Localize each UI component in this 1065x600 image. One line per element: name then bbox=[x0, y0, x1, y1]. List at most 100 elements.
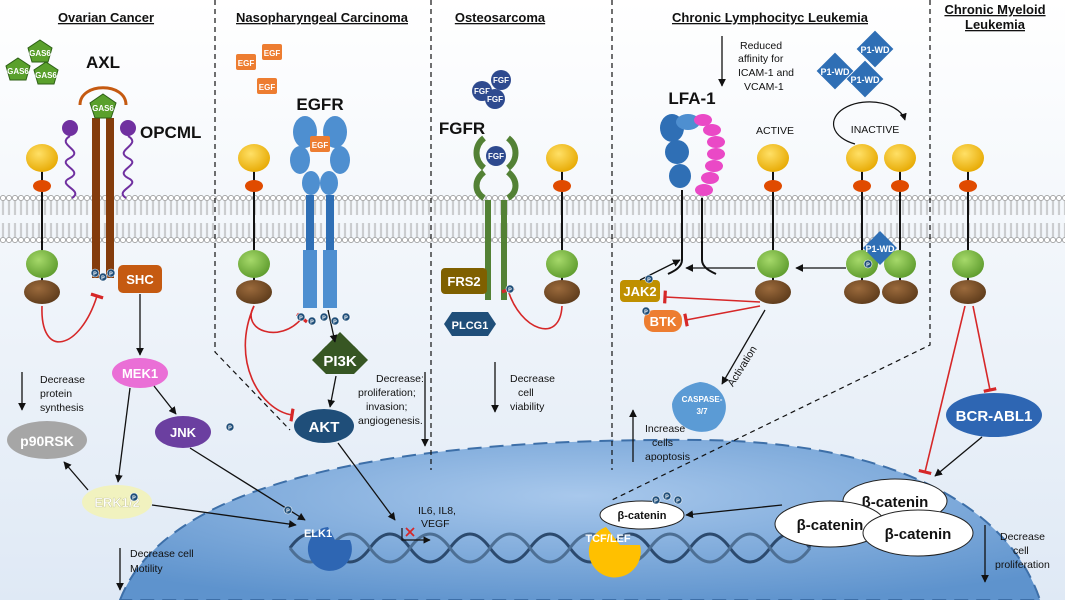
receptor-head bbox=[952, 144, 984, 172]
receptor-head bbox=[238, 144, 270, 172]
receptor-hinge bbox=[959, 180, 977, 192]
svg-text:P: P bbox=[644, 310, 648, 316]
receptor-hinge bbox=[33, 180, 51, 192]
receptor-3 bbox=[544, 144, 580, 304]
fgf-ligand-2: FGF bbox=[491, 70, 511, 90]
receptor-tail bbox=[755, 280, 791, 304]
p1wd-3: P1-WD bbox=[846, 60, 884, 98]
affinity-note-line2: affinity for bbox=[738, 53, 784, 65]
ovarian-note-line3: synthesis bbox=[40, 402, 84, 414]
svg-text:P: P bbox=[310, 320, 314, 326]
svg-text:P: P bbox=[286, 509, 290, 515]
phospho-site-3: P bbox=[106, 268, 116, 278]
receptor-hinge bbox=[553, 180, 571, 192]
affinity-note-line3: ICAM-1 and bbox=[738, 67, 794, 79]
frs2-node: FRS2 bbox=[441, 268, 487, 294]
receptor-kinase bbox=[238, 250, 270, 278]
egf-bound: EGF bbox=[310, 136, 330, 152]
receptor-4 bbox=[755, 144, 791, 304]
fgfr-receptor bbox=[473, 135, 519, 300]
caspase-node: CASPASE-3/7 bbox=[672, 382, 726, 432]
arrow-pi3k-akt bbox=[327, 375, 337, 408]
svg-text:FRS2: FRS2 bbox=[447, 274, 480, 289]
cll-note-line2: cells bbox=[652, 437, 673, 449]
fgf-ligand-3: FGF bbox=[485, 89, 505, 109]
opcml-coil-right bbox=[121, 135, 134, 199]
inhib-cml-bcr bbox=[972, 305, 997, 393]
p1wd-bound: P1-WD bbox=[863, 231, 897, 265]
gas6-bound: GAS6 bbox=[89, 93, 117, 119]
svg-text:p90RSK: p90RSK bbox=[20, 433, 74, 449]
svg-text:P1-WD: P1-WD bbox=[866, 244, 896, 254]
svg-text:ERK1/2: ERK1/2 bbox=[94, 495, 140, 510]
svg-text:P: P bbox=[333, 320, 337, 326]
phospho-site-14: P bbox=[662, 491, 672, 501]
svg-text:FGF: FGF bbox=[474, 87, 490, 96]
svg-text:P: P bbox=[228, 426, 232, 432]
inhib-jak2 bbox=[663, 290, 761, 304]
svg-text:FGF: FGF bbox=[493, 76, 509, 85]
inhib-cml-beta bbox=[918, 305, 966, 476]
receptor-kinase bbox=[26, 250, 58, 278]
inhib-osteo bbox=[501, 286, 563, 330]
svg-text:P: P bbox=[132, 496, 136, 502]
receptor-group bbox=[24, 144, 986, 304]
svg-text:P: P bbox=[93, 272, 97, 278]
nucleus bbox=[118, 438, 1042, 600]
svg-text:P: P bbox=[647, 278, 651, 284]
osteo-note-line3: viability bbox=[510, 401, 545, 413]
egfr-label: EGFR bbox=[296, 95, 343, 114]
phospho-site-16: P bbox=[129, 492, 139, 502]
panel-separators bbox=[214, 0, 931, 501]
naso-note-line4: angiogenesis. bbox=[358, 415, 423, 427]
receptor-tail bbox=[882, 280, 918, 304]
opcml-label: OPCML bbox=[140, 123, 201, 142]
svg-text:GAS6: GAS6 bbox=[7, 67, 29, 76]
dna-helix bbox=[288, 532, 812, 564]
cml-note-line2: cell bbox=[1013, 545, 1029, 557]
svg-text:BTK: BTK bbox=[650, 314, 677, 329]
svg-text:GAS6: GAS6 bbox=[35, 71, 57, 80]
receptor-hinge bbox=[853, 180, 871, 192]
svg-text:β-catenin: β-catenin bbox=[618, 510, 667, 522]
shc-node: SHC bbox=[118, 265, 162, 293]
svg-text:P: P bbox=[344, 316, 348, 322]
ovarian-note-line1: Decrease bbox=[40, 374, 85, 386]
jnk-node: JNK bbox=[155, 416, 211, 448]
affinity-note-line1: Reduced bbox=[740, 40, 782, 52]
receptor-kinase bbox=[846, 250, 878, 278]
svg-text:FGF: FGF bbox=[487, 95, 503, 104]
ovarian-note-line2: protein bbox=[40, 388, 72, 400]
mek1-node: MEK1 bbox=[112, 358, 168, 388]
affinity-note-line4: VCAM-1 bbox=[744, 81, 784, 93]
receptor-hinge bbox=[245, 180, 263, 192]
svg-text:JAK2: JAK2 bbox=[623, 284, 656, 299]
arrow-erk-elk1 bbox=[151, 504, 297, 528]
phospho-site-9: P bbox=[505, 284, 515, 294]
phospho-site-4: P bbox=[296, 312, 306, 322]
svg-text:PLCG1: PLCG1 bbox=[452, 320, 489, 332]
inhib-ovarian bbox=[41, 292, 104, 343]
cell-membrane bbox=[0, 195, 1065, 243]
gene-targets-line2: VEGF bbox=[421, 518, 450, 530]
cll-note-line3: apoptosis bbox=[645, 451, 690, 463]
axl-arc bbox=[78, 86, 128, 106]
svg-text:JNK: JNK bbox=[170, 425, 197, 440]
svg-text:β-catenin: β-catenin bbox=[862, 494, 929, 511]
phospho-site-11: P bbox=[641, 306, 651, 316]
svg-text:TCF/LEF: TCF/LEF bbox=[585, 533, 630, 545]
beta-catenin-3: β-catenin bbox=[862, 509, 974, 557]
receptor-head bbox=[546, 144, 578, 172]
receptor-kinase bbox=[952, 250, 984, 278]
lfa1-label: LFA-1 bbox=[668, 89, 715, 108]
ovarian-panel: GAS6 GAS6 GAS6 AXL GAS6 OPCML SHC MEK1 J… bbox=[5, 39, 211, 575]
phospho-site-8: P bbox=[341, 312, 351, 322]
receptor-hinge bbox=[891, 180, 909, 192]
akt-node: AKT bbox=[294, 409, 354, 443]
egf-ligand-2: EGF bbox=[262, 44, 282, 60]
gas6-ligand-3: GAS6 bbox=[33, 61, 59, 85]
inactive-cycle-arrow bbox=[833, 101, 907, 145]
arrow-activation-caspase bbox=[721, 309, 766, 385]
